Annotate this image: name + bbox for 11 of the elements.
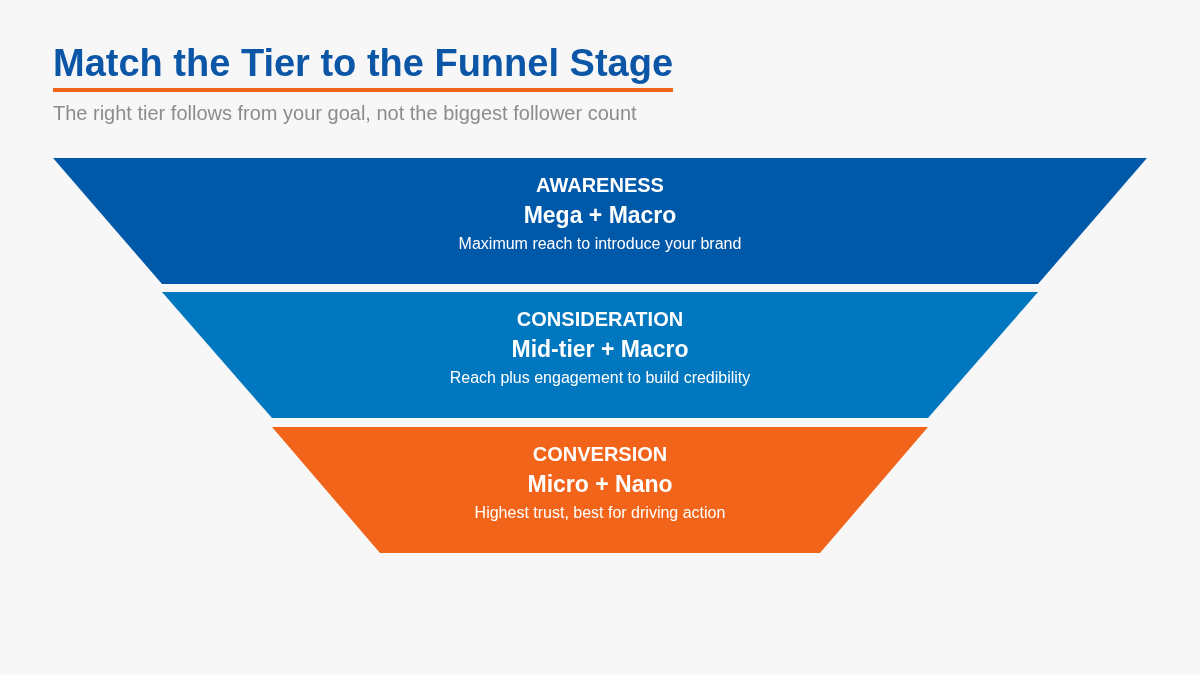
- stage-heading: CONSIDERATION: [516, 308, 684, 330]
- title: Match the Tier to the Funnel Stage: [53, 40, 674, 92]
- stage-description: Highest trust, best for driving action: [474, 504, 726, 521]
- stage-description: Maximum reach to introduce your brand: [458, 235, 742, 252]
- subtitle: The right tier follows from your goal, not the biggest follower count: [53, 102, 637, 125]
- stage-heading: AWARENESS: [536, 174, 664, 196]
- tier-label: Micro + Nano: [527, 471, 673, 497]
- tier-label: Mid-tier + Macro: [511, 336, 689, 362]
- tier-label: Mega + Macro: [523, 202, 677, 228]
- stage-heading: CONVERSION: [532, 443, 668, 465]
- stage-description: Reach plus engagement to build credibility: [449, 369, 751, 386]
